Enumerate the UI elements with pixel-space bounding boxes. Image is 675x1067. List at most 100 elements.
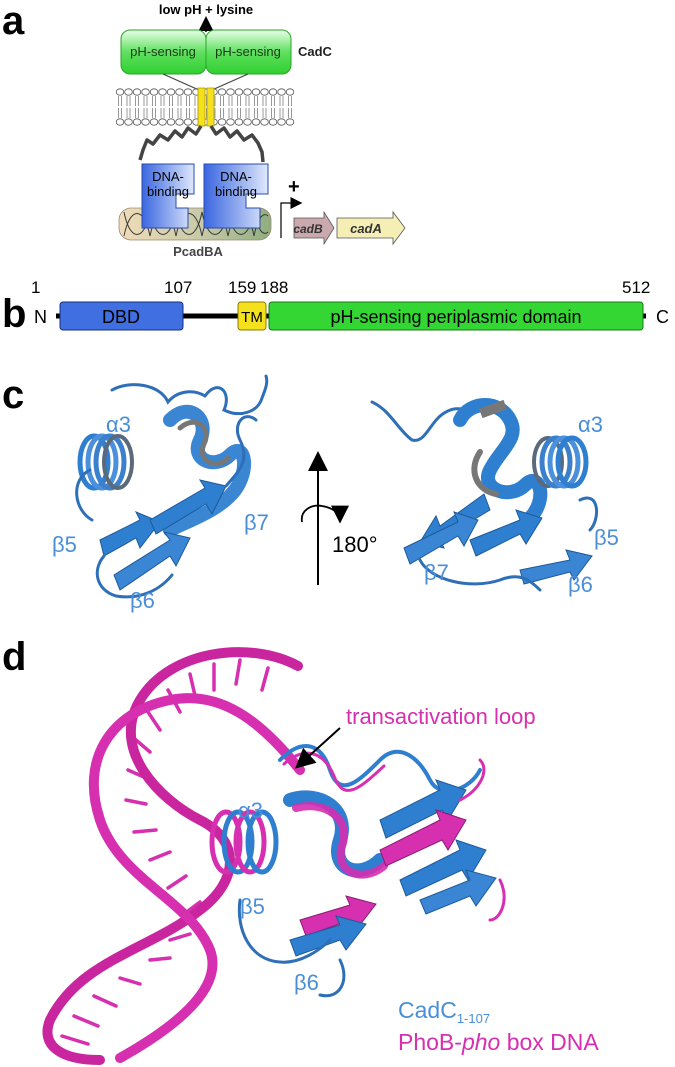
lipid-head [115,88,125,96]
lipid-tails [160,96,165,118]
dna-binding-left-line2: binding [147,184,189,199]
panel-c-letter: c [2,373,24,417]
transactivation-loop-arrow [295,727,341,769]
lipid-tails [118,96,122,118]
gene-cadb [293,210,335,246]
lipid-head [141,118,150,126]
lipid-head [124,88,133,96]
lipid-tails [143,96,148,118]
legend-cadc: CadC1-107 [398,997,490,1026]
lipid-head [260,88,269,96]
legend: CadC1-107 PhoB-pho box DNA [398,997,599,1055]
dbd-label: DBD [102,307,140,327]
lipid-head [149,88,159,96]
right-b7-label: β7 [424,560,449,585]
lipid-tails [220,96,224,118]
d-b6-label: β6 [294,970,319,995]
lipid-head [243,88,252,96]
c-terminus-label: C [656,307,669,327]
membrane-bilayer [115,88,295,126]
left-b5-label: β5 [52,532,77,557]
lipid-tails [169,96,173,118]
dna-binding-right [203,163,269,229]
right-a3-label: α3 [578,412,603,437]
dna-base-pair [168,932,192,942]
lipid-tails [177,96,182,118]
periplasmic-domain [268,301,644,331]
linker-left [138,125,203,161]
lipid-head [217,88,227,96]
panel-b-letter: b [2,292,26,336]
lipid-tails [237,96,241,118]
lipid-head [158,88,167,96]
helix-a3-right [532,435,589,489]
rotation-label: 180° [332,532,378,557]
panel-d: d transa [2,635,599,1065]
lipid-tails [245,96,250,118]
panel-d-letter: d [2,635,26,679]
dna-base-pair [72,1014,100,1028]
lipid-head [260,118,269,126]
lipid-head [183,88,193,96]
n-terminus-label: N [34,307,47,327]
tm-helix-left [197,87,206,127]
protein-overlay [209,744,506,998]
lipid-tails [135,96,139,118]
legend-phob-part1: PhoB- [398,1029,462,1055]
activation-plus: + [288,176,300,198]
d-a3-label: α3 [238,798,263,823]
lipid-head [234,88,244,96]
promoter-label: PcadBA [173,244,223,259]
lipid-head [149,118,159,126]
left-b6-label: β6 [130,588,155,613]
lipid-head [132,118,142,126]
lipid-tails [126,96,131,118]
sensing-left-label: pH-sensing [130,44,196,59]
dna-base-pair [118,976,142,986]
lipid-tails [186,96,190,118]
dna-base-pair [60,1034,90,1046]
lipid-tails [228,96,233,118]
lipid-head [234,118,244,126]
dna-binding-right-line2: binding [215,184,257,199]
lipid-head [243,118,252,126]
transactivation-loop-label: transactivation loop [346,704,536,729]
linker-lines [162,73,249,91]
helix-a3-overlay [209,809,279,875]
dna-binding-right-line1: DNA- [220,169,252,184]
dna-base-pair [92,994,118,1008]
left-b7-label: β7 [244,510,269,535]
lipid-head [141,88,150,96]
panel-a: a low pH + lysine pH-sensing pH-sensing … [2,0,406,259]
periplasmic-label: pH-sensing periplasmic domain [330,307,581,327]
structure-right-view [370,398,599,592]
dna-double-helix [42,647,305,1065]
lipid-head [277,88,286,96]
dna-base-pair [146,710,162,732]
dna-base-pair [148,956,172,962]
dna-base-pair [148,850,172,862]
lipid-head [158,118,167,126]
dna-base-pair [124,798,148,806]
lipid-head [268,118,278,126]
lipid-head [285,118,295,126]
lipid-head [132,88,142,96]
right-b6-label: β6 [568,572,593,597]
lipid-tails [194,96,199,118]
rotation-arrow [300,504,349,524]
legend-phob-part2: pho [461,1029,501,1055]
gene-cada [336,210,406,246]
d-b5-label: β5 [240,894,265,919]
dna-binding-left [141,163,195,229]
lipid-head [268,88,278,96]
lipid-tails [288,96,292,118]
structure-left-view [75,374,269,599]
dbd-domain [59,301,184,331]
lipid-head [166,88,176,96]
dna-base-pair [260,666,270,692]
lipid-head [226,118,235,126]
lipid-head [124,118,133,126]
legend-phob: PhoB-pho box DNA [398,1029,599,1055]
helix-a3-left [77,433,134,491]
